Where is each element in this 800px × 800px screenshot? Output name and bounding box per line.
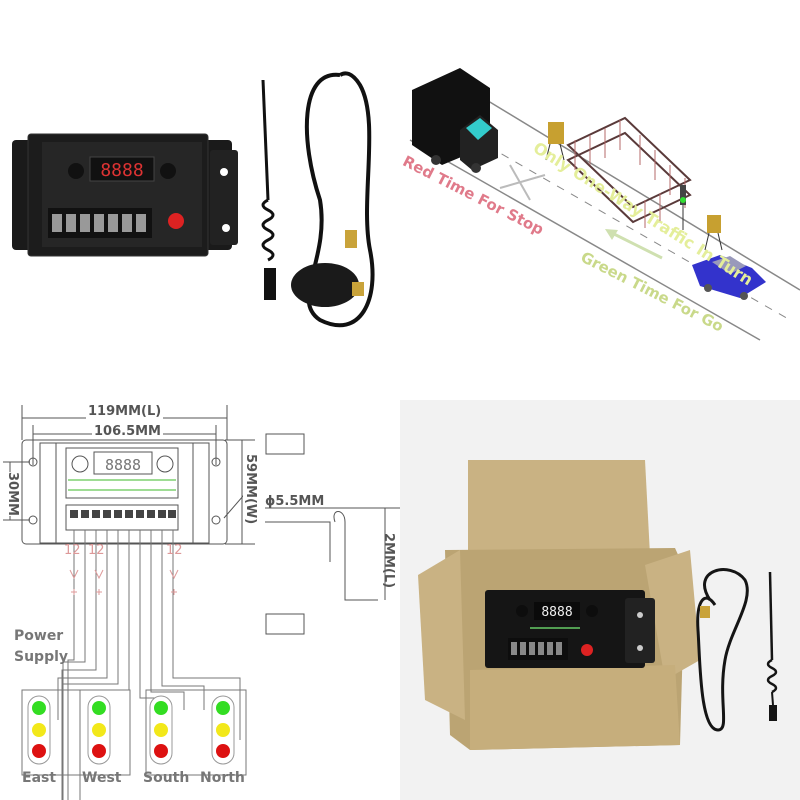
product-photo-illustration: 8888 [12,71,375,328]
height-label: 30MM [5,472,20,516]
voltage-label-1: 12 [64,543,81,558]
hole-diameter-label: ϕ5.5MM [265,494,325,509]
voltage-label-2: 12 [88,543,105,558]
direction-label-east: East [22,770,57,786]
diagram-display-digits: 8888 [105,456,141,474]
display-digits: 8888 [100,160,143,181]
road-sign-icon [548,122,564,144]
traffic-light-icon [680,185,686,205]
width-label: 59MM(W) [243,454,258,525]
traffic-lights-south [154,701,168,758]
direction-label-west: West [82,770,122,786]
traffic-scenario-panel: Only One-Way Traffic In Turn Red Time Fo… [400,0,800,400]
bracket-thickness-label: 2MM(L) [381,533,396,589]
box-lid-icon [468,460,650,555]
traffic-lights-east [32,701,46,758]
inner-length-label: 106.5MM [92,424,163,439]
product-photo-panel: 8888 [0,0,400,400]
barrier-fence-icon [566,116,692,224]
dimension-wiring-diagram: 8888 [3,405,400,800]
spring-antenna-icon [768,571,774,661]
traffic-lights-north [216,701,230,758]
length-label: 119MM(L) [86,404,164,419]
direction-label-north: North [200,770,245,786]
direction-arrow-icon [605,229,618,240]
power-label-line1: Power [14,628,64,644]
wiring-diagram-panel: 8888 [0,400,400,800]
package-contents-panel: 8888 [400,400,800,800]
road-scene-illustration [409,68,800,341]
traffic-lights-west [92,701,106,758]
package-photo-illustration: 8888 [418,460,778,750]
cable-antenna-icon [696,568,749,732]
direction-label-south: South [143,770,190,786]
reset-button-icon [168,213,184,229]
power-label-line2: Supply [14,649,69,665]
voltage-label-3: 12 [166,543,183,558]
package-display-digits: 8888 [541,605,572,620]
